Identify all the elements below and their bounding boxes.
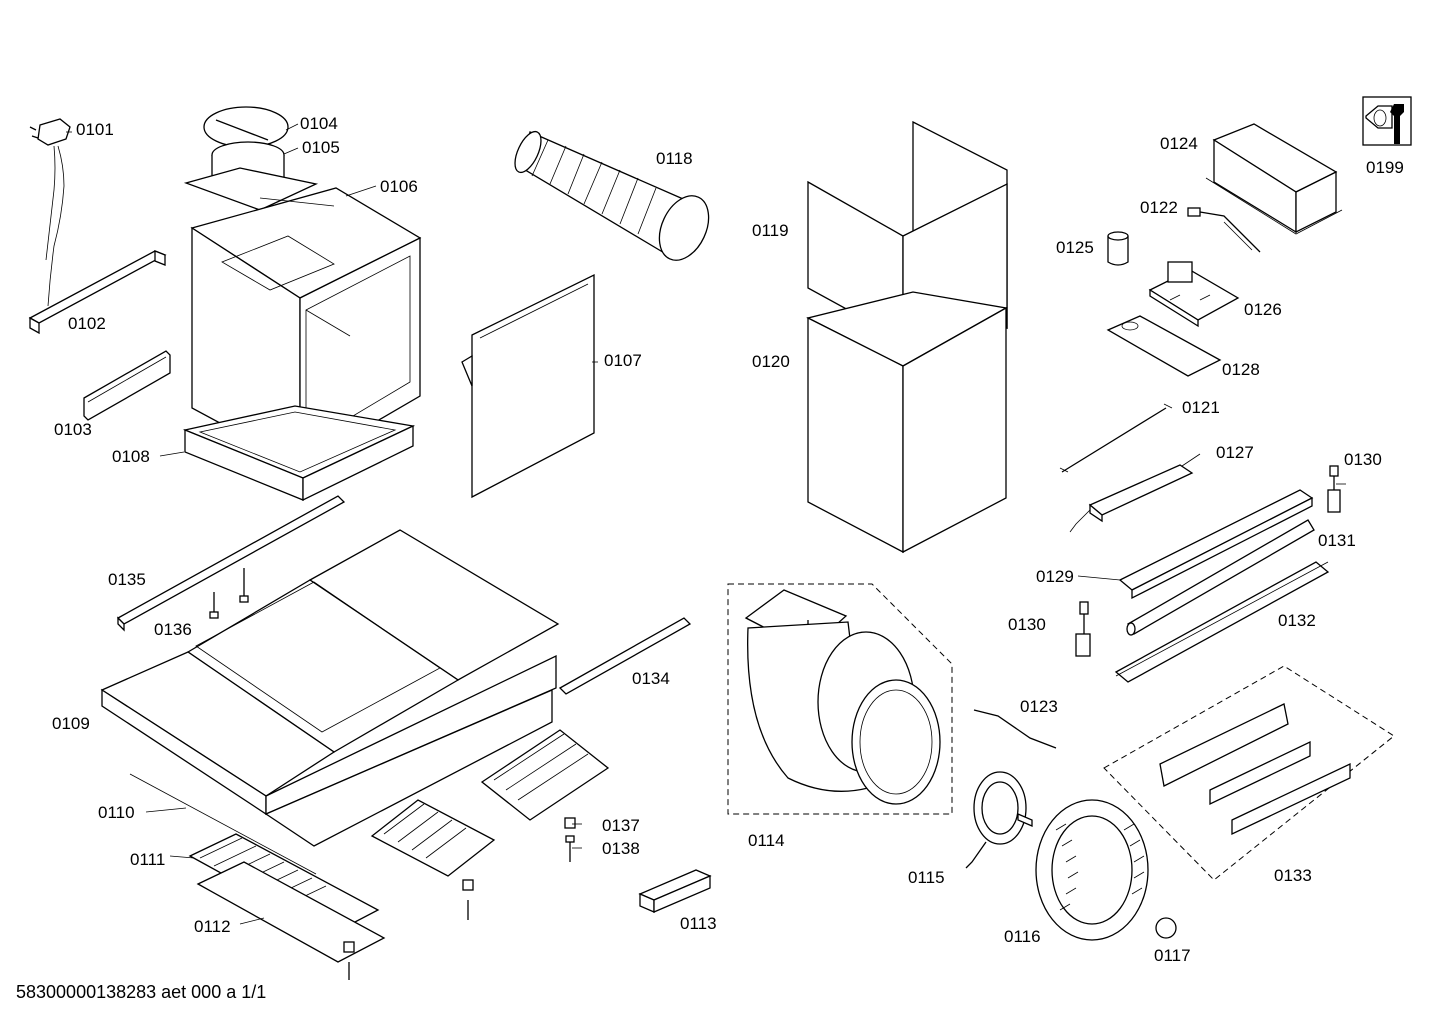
grease-filter-center [370, 799, 496, 877]
lampholder-0130-b [1075, 601, 1091, 657]
label-0122: 0122 [1140, 198, 1178, 217]
blower-housing-0114 [727, 583, 953, 815]
label-0105: 0105 [302, 138, 340, 157]
wrench-icon [1362, 96, 1412, 146]
motor-0115 [965, 771, 1033, 869]
label-0108: 0108 [112, 447, 150, 466]
lampholder-0130-a [1327, 465, 1341, 513]
label-0110: 0110 [98, 803, 135, 822]
strip-0135 [116, 495, 346, 632]
label-0121: 0121 [1182, 398, 1220, 417]
part-labels: 0101 0102 0103 0104 0105 0106 0107 0108 … [16, 114, 1404, 1002]
lamp-holder-0129 [1118, 489, 1314, 600]
hood-body-0109 [100, 529, 560, 847]
plate-0128 [1106, 315, 1222, 377]
label-0128: 0128 [1222, 360, 1260, 379]
side-panel-0107 [461, 273, 595, 499]
label-0199: 0199 [1366, 158, 1404, 177]
label-0127: 0127 [1216, 443, 1254, 462]
label-0132: 0132 [1278, 611, 1316, 630]
flexible-duct-0118 [514, 130, 710, 261]
label-0138: 0138 [602, 839, 640, 858]
label-0115: 0115 [908, 868, 945, 887]
tube-lamp-0131 [1126, 519, 1315, 636]
capacitor-0125 [1107, 231, 1129, 266]
label-0104: 0104 [300, 114, 338, 133]
channel-0132 [1114, 561, 1330, 683]
grease-filter-right [480, 729, 610, 821]
label-0120: 0120 [752, 352, 790, 371]
label-0107: 0107 [604, 351, 642, 370]
label-0117: 0117 [1154, 946, 1191, 965]
blower-wheel-0116 [1035, 799, 1149, 941]
power-cord-0101 [29, 118, 71, 307]
cable-0121 [1059, 403, 1173, 473]
label-0124: 0124 [1160, 134, 1198, 153]
tray-0113 [638, 869, 712, 913]
label-0103: 0103 [54, 420, 92, 439]
flap-collar-0104-0105 [183, 106, 319, 211]
ballast-0127 [1069, 453, 1201, 533]
label-0116: 0116 [1004, 927, 1041, 946]
cable-0123 [973, 709, 1057, 749]
label-0133: 0133 [1274, 866, 1312, 885]
label-0106: 0106 [380, 177, 418, 196]
label-0102: 0102 [68, 314, 106, 333]
label-0135: 0135 [108, 570, 146, 589]
label-0137: 0137 [602, 816, 640, 835]
label-0114: 0114 [748, 831, 785, 850]
label-0109: 0109 [52, 714, 90, 733]
strip-0134 [558, 617, 692, 695]
base-frame-0108 [182, 405, 416, 502]
label-0119: 0119 [752, 221, 789, 240]
grease-filter-0112 [196, 861, 386, 963]
housing-box-0106 [190, 187, 422, 468]
label-0130-b: 0130 [1008, 615, 1046, 634]
label-0113: 0113 [680, 914, 717, 933]
control-panel-0133 [1103, 665, 1395, 881]
screw-0136 [209, 568, 249, 619]
label-0123: 0123 [1020, 697, 1058, 716]
label-0112: 0112 [194, 917, 231, 936]
control-box-0124 [1205, 123, 1343, 235]
label-0131: 0131 [1318, 531, 1356, 550]
nut-screw-0137-0138 [343, 817, 576, 980]
label-0126: 0126 [1244, 300, 1282, 319]
document-footer: 58300000138283 aet 000 a 1/1 [16, 982, 266, 1002]
leader-lines [66, 123, 1346, 925]
circuit-board-0126 [1148, 261, 1240, 328]
label-0111: 0111 [130, 850, 165, 869]
filter-frame-0110 [129, 773, 317, 875]
label-0125: 0125 [1056, 238, 1094, 257]
label-0136: 0136 [154, 620, 192, 639]
cable-0122 [1187, 207, 1261, 253]
label-0118: 0118 [656, 149, 693, 168]
lower-chimney-0120 [806, 291, 1008, 554]
label-0129: 0129 [1036, 567, 1074, 586]
nut-0117 [1155, 917, 1177, 939]
label-0130-a: 0130 [1344, 450, 1382, 469]
label-0101: 0101 [76, 120, 114, 139]
bracket-0103 [83, 350, 171, 421]
bracket-0102 [28, 250, 167, 335]
label-0134: 0134 [632, 669, 670, 688]
